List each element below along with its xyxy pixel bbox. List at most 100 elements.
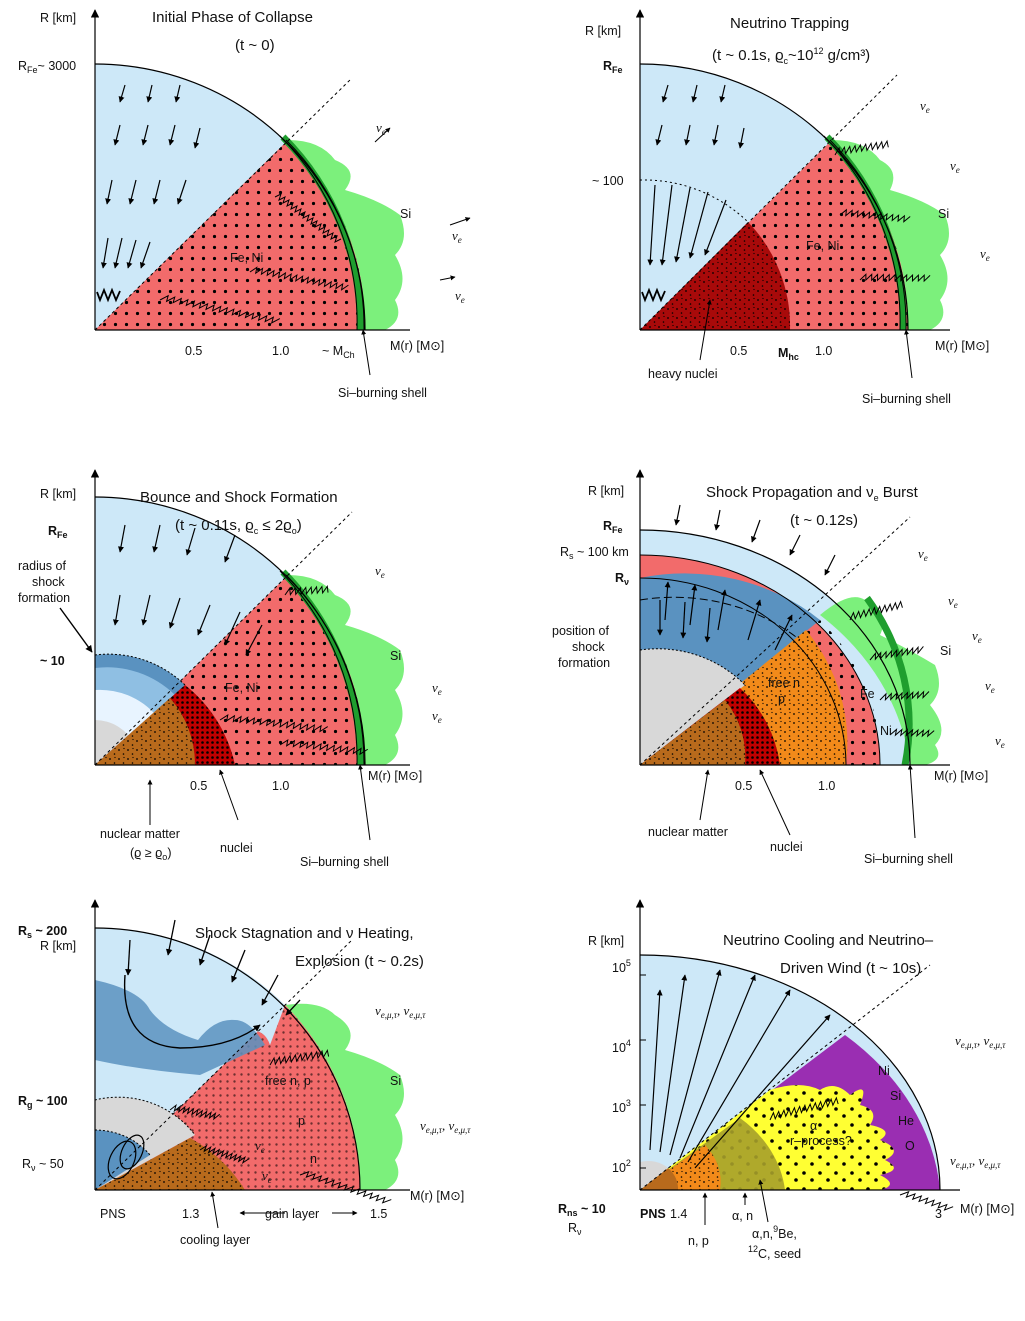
r-fe-label: RFe: [603, 519, 623, 535]
n-p-label: n, p: [688, 1234, 709, 1248]
nu-e-label-3: νe: [432, 708, 442, 725]
r-g-label: Rg ~ 100: [18, 1094, 68, 1110]
nuclear-matter-label: nuclear matter: [648, 825, 728, 839]
r-ns-label: Rns ~ 10: [558, 1202, 606, 1218]
he-label: He: [898, 1114, 914, 1128]
si-burning-shell-label: Si–burning shell: [862, 392, 951, 406]
panel-title: Shock Propagation and νe Burst: [706, 484, 919, 503]
si-label: Si: [938, 207, 949, 221]
alpha-n-label: α, n: [732, 1209, 753, 1223]
ni-label: Ni: [880, 724, 892, 738]
nu-e-label-2: νe: [452, 228, 462, 245]
si-label: Si: [390, 1074, 401, 1088]
panel-subtitle: (t ~ 0.12s): [790, 512, 858, 529]
r-100-label: ~ 100: [592, 174, 624, 188]
y-axis-label: R [km]: [588, 484, 624, 498]
r-nu-label: Rν ~ 50: [22, 1157, 64, 1173]
cooling-layer-label: cooling layer: [180, 1233, 250, 1247]
tick-1-5: 1.5: [370, 1207, 387, 1221]
y-tick-1e2: 102: [612, 1158, 631, 1175]
tick-m-hc: Mhc: [778, 346, 799, 362]
tick-1-3: 1.3: [182, 1207, 199, 1221]
panel-subtitle: Driven Wind (t ~ 10s): [780, 960, 921, 977]
infall-arrows: [100, 84, 201, 269]
panel-subtitle: Explosion (t ~ 0.2s): [295, 953, 424, 970]
x-axis-label: M(r) [M⊙]: [934, 769, 988, 783]
nu-e-label-1: νe: [375, 563, 385, 580]
nu-all-label-2: νe,μ,τ, νe,μ,τ: [420, 1118, 471, 1135]
panel-shock-propagation: R [km] Shock Propagation and νe Burst (t…: [552, 469, 1005, 866]
nu-e-label-1: νe: [376, 120, 386, 137]
nu-all-label-1: νe,μ,τ, νe,μ,τ: [375, 1003, 426, 1020]
y-axis-label: R [km]: [40, 11, 76, 25]
si-label: Si: [940, 644, 951, 658]
panel-title: Neutrino Cooling and Neutrino–: [723, 932, 934, 949]
panel-subtitle: (t ~ 0.1s, ϱc~1012 g/cm³): [712, 46, 870, 66]
fe-label: Fe: [860, 687, 875, 701]
silicon-shell-region: [288, 140, 404, 330]
pns-label: PNS: [100, 1207, 126, 1221]
x-axis-label: M(r) [M⊙]: [368, 769, 422, 783]
free-protons-label: p: [778, 692, 785, 706]
r-s-label: Rs ~ 200: [18, 924, 67, 940]
nu-e-label-2: νe: [948, 593, 958, 610]
si-label: Si: [890, 1089, 901, 1103]
nu-e-label-3: νe: [972, 628, 982, 645]
y-tick-1e5: 105: [612, 958, 631, 975]
tick-1-0: 1.0: [272, 779, 289, 793]
r-s-label: Rs ~ 100 km: [560, 545, 629, 561]
y-axis-label: R [km]: [40, 487, 76, 501]
shock-label: shock: [32, 575, 65, 589]
si-label: Si: [390, 649, 401, 663]
nu-e-label-5: νe: [995, 733, 1005, 750]
tick-0-5: 0.5: [185, 344, 202, 358]
formation-label: formation: [18, 591, 70, 605]
fe-ni-label: Fe, Ni: [225, 681, 258, 695]
si-label: Si: [400, 207, 411, 221]
nu-e-bar-label: νe: [255, 1138, 265, 1155]
tick-0-5: 0.5: [190, 779, 207, 793]
si-burning-shell-label: Si–burning shell: [338, 386, 427, 400]
p-label: p: [298, 1114, 305, 1128]
shock-label: shock: [572, 640, 605, 654]
position-of-label: position of: [552, 624, 610, 638]
y-axis-label: R [km]: [40, 939, 76, 953]
ni-label: Ni: [878, 1064, 890, 1078]
nu-all-label-1: νe,μ,τ, νe,μ,τ: [955, 1033, 1006, 1050]
tick-1-0: 1.0: [818, 779, 835, 793]
y-axis-label: R [km]: [588, 934, 624, 948]
radius-of-label: radius of: [18, 559, 66, 573]
panel-title: Shock Stagnation and ν Heating,: [195, 925, 413, 942]
panel-subtitle: (t ~ 0): [235, 37, 275, 54]
nuclear-matter-condition: (ϱ ≥ ϱo): [130, 846, 171, 862]
panel-initial-collapse: R [km] Initial Phase of Collapse (t ~ 0)…: [18, 9, 471, 400]
tick-0-5: 0.5: [730, 344, 747, 358]
x-axis-label: M(r) [M⊙]: [935, 339, 989, 353]
nu-all-label-2: νe,μ,τ, νe,μ,τ: [950, 1153, 1001, 1170]
nuclear-matter-label: nuclear matter: [100, 827, 180, 841]
free-nucleons-label: free n: [768, 676, 800, 690]
si-burning-shell-label: Si–burning shell: [864, 852, 953, 866]
gain-layer-label: gain layer: [265, 1207, 319, 1221]
r-process-label: r–process?: [790, 1134, 852, 1148]
nu-e-label-4: νe: [985, 678, 995, 695]
tick-1-4: 1.4: [670, 1207, 687, 1221]
x-axis-label: M(r) [M⊙]: [390, 339, 444, 353]
nu-e-label: νe: [262, 1168, 272, 1185]
nu-e-label-3: νe: [980, 246, 990, 263]
free-np-label: free n, p: [265, 1074, 311, 1088]
r-fe-label: RFe~ 3000: [18, 59, 76, 75]
panel-neutrino-trapping: R [km] Neutrino Trapping (t ~ 0.1s, ϱc~1…: [585, 9, 990, 406]
panel-shock-stagnation: R [km] Shock Stagnation and ν Heating, E…: [18, 899, 471, 1247]
panel-title: Initial Phase of Collapse: [152, 9, 313, 26]
tick-m-ch: ~ MCh: [322, 344, 355, 360]
r-fe-label: RFe: [48, 524, 68, 540]
r-nu-label: Rν: [568, 1221, 582, 1237]
seed-label-1: α,n,9Be,: [752, 1224, 797, 1241]
fe-ni-label: Fe, Ni: [806, 239, 839, 253]
fe-ni-label: Fe, Ni: [230, 251, 263, 265]
heavy-nuclei-label: heavy nuclei: [648, 367, 718, 381]
r-10-label: ~ 10: [40, 654, 65, 668]
tick-1-0: 1.0: [272, 344, 289, 358]
panel-subtitle: (t ~ 0.11s, ϱc ≤ 2ϱo): [175, 517, 302, 536]
